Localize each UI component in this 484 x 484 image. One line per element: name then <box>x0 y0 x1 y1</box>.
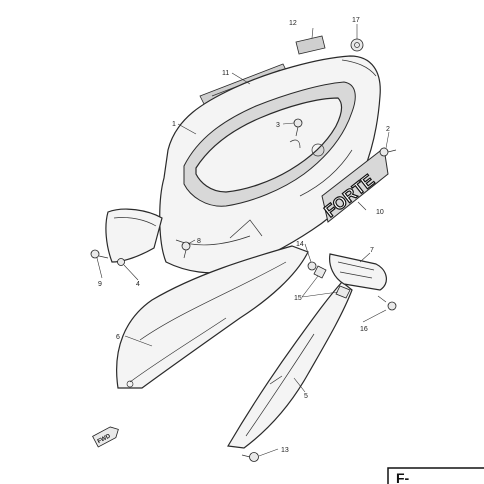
page-code: F- <box>396 470 410 484</box>
callout-9: 9 <box>98 281 102 288</box>
side-rail-6 <box>116 245 309 389</box>
callout-13: 13 <box>281 447 289 454</box>
screw-13 <box>241 452 259 462</box>
callout-14: 14 <box>296 241 304 248</box>
callout-17: 17 <box>352 17 360 24</box>
side-trim-5 <box>227 281 353 449</box>
page-code-box: F- <box>387 467 484 484</box>
clip-15b <box>335 285 351 299</box>
fwd-arrow-icon: FWD <box>92 426 119 448</box>
screw-16 <box>377 295 397 311</box>
callout-1: 1 <box>172 121 176 128</box>
callout-16: 16 <box>360 326 368 333</box>
side-cover-7 <box>329 253 387 291</box>
callout-8: 8 <box>197 238 201 245</box>
screw-2 <box>379 147 397 157</box>
decal-12 <box>295 35 326 55</box>
screw-4a <box>117 258 125 266</box>
callout-6: 6 <box>116 334 120 341</box>
callout-5: 5 <box>304 393 308 400</box>
screw-9 <box>90 249 109 259</box>
callout-4: 4 <box>136 281 140 288</box>
callout-12: 12 <box>289 20 297 27</box>
callout-11: 11 <box>222 70 229 77</box>
leader-lines <box>96 24 390 457</box>
callout-15: 15 <box>294 295 302 302</box>
clip-15a <box>313 265 327 279</box>
callout-labels: 1 2 3 4 5 6 7 8 9 10 11 12 13 14 15 16 1… <box>98 17 390 454</box>
nut-17 <box>350 38 364 52</box>
callout-7: 7 <box>370 247 374 254</box>
callout-3: 3 <box>276 122 280 129</box>
screw-14 <box>307 261 317 271</box>
callout-10: 10 <box>376 209 384 216</box>
callout-2: 2 <box>386 126 390 133</box>
body-cover-1 <box>159 55 381 274</box>
panel-4 <box>105 208 163 263</box>
